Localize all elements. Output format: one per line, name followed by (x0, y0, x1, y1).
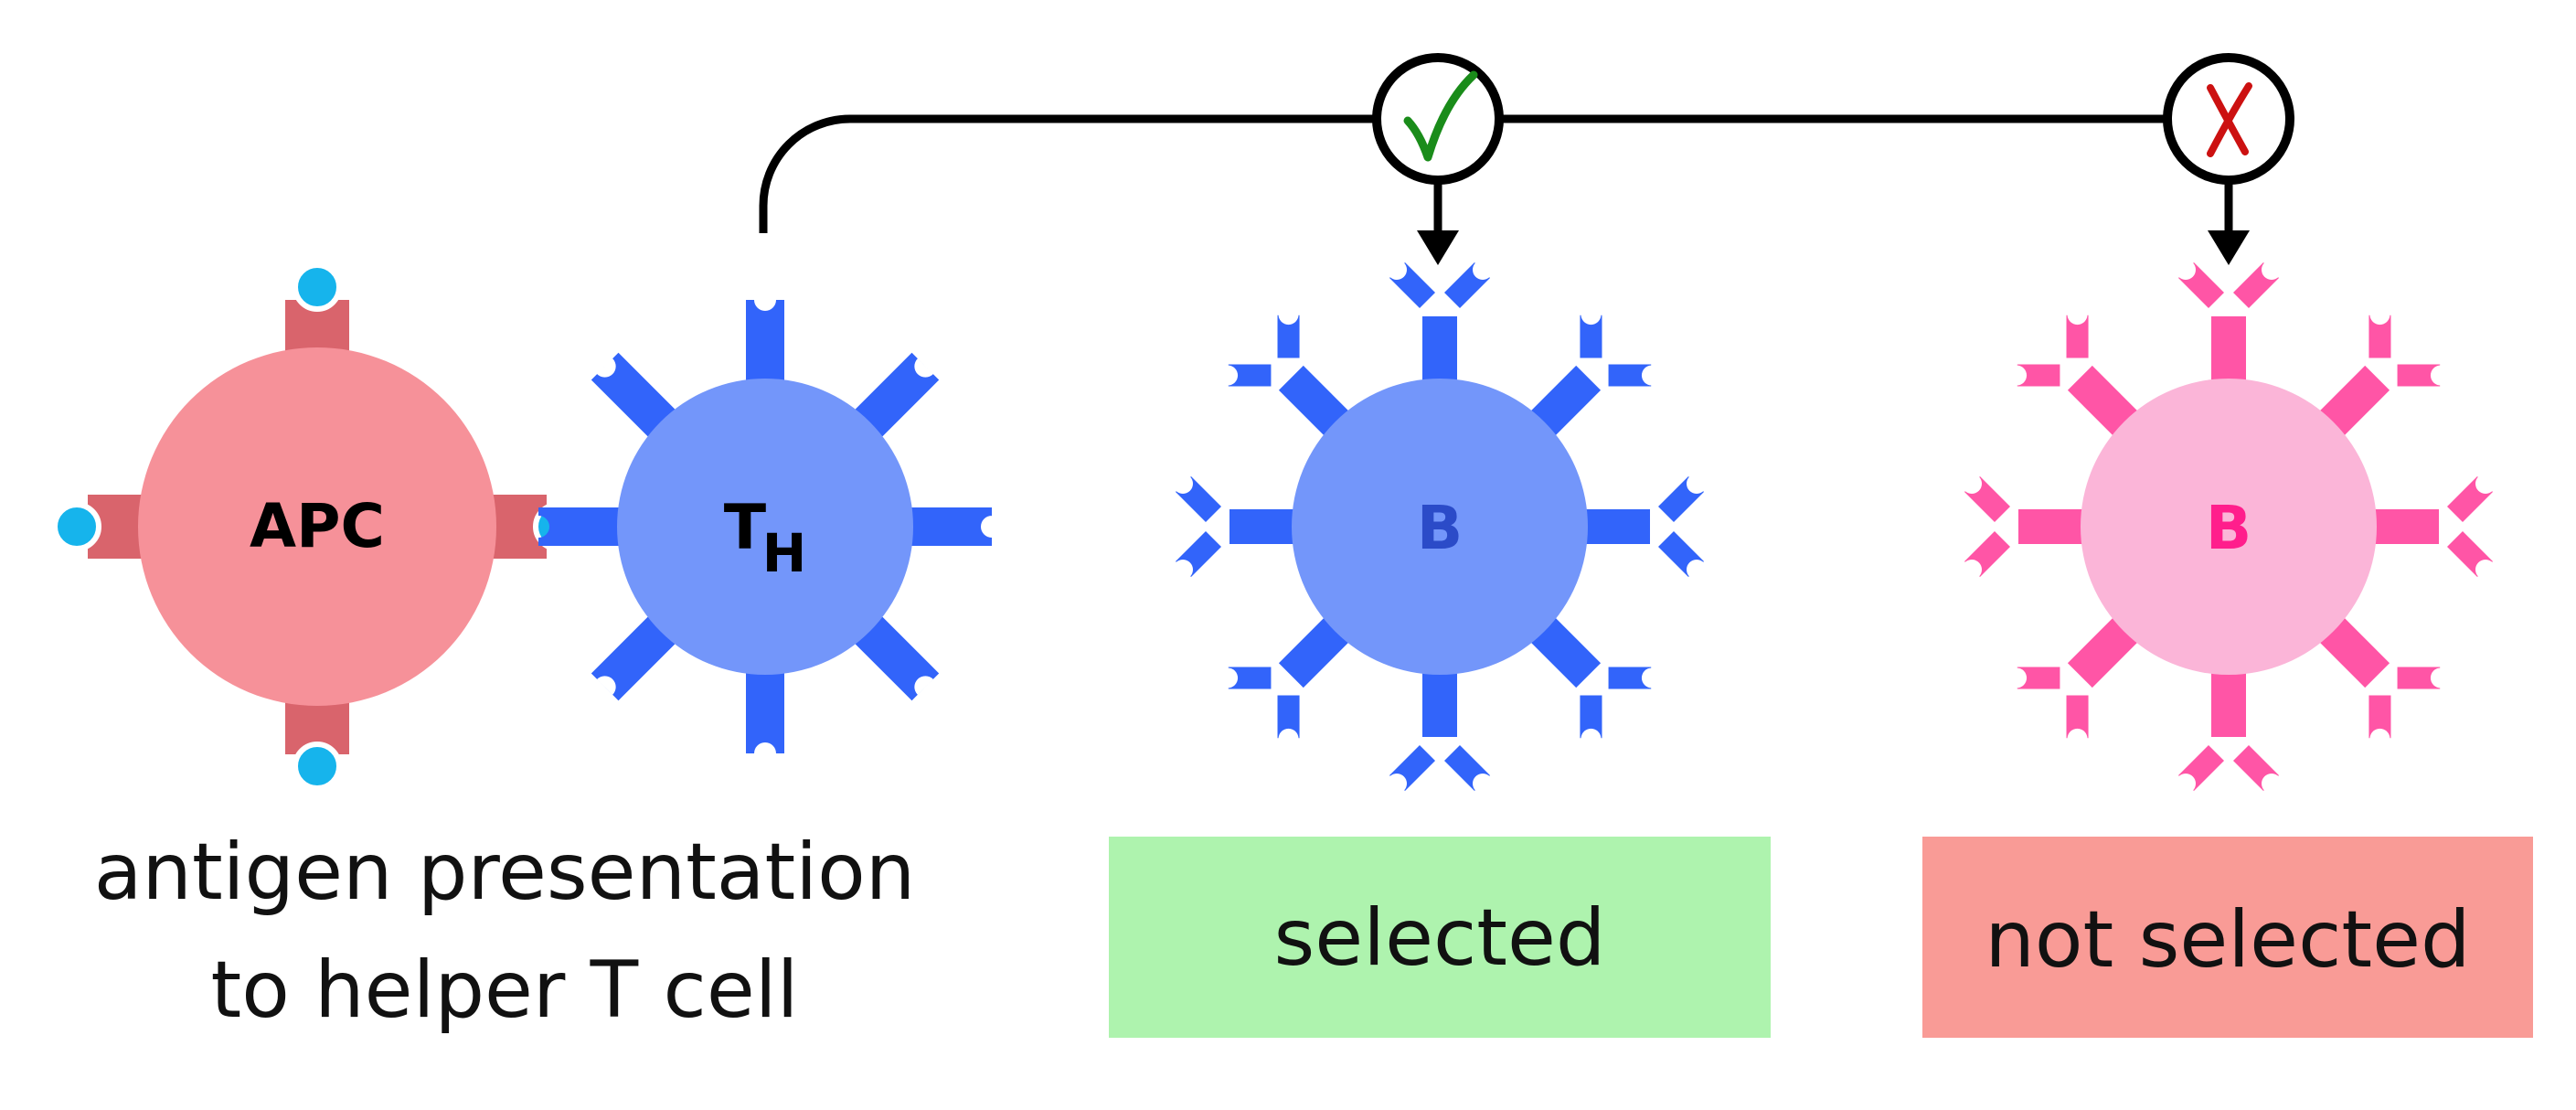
antibody-receptor (2371, 474, 2496, 580)
antigen-molecules (52, 262, 582, 791)
check-marker (1372, 53, 1504, 185)
b-cell-label: B (1417, 493, 1463, 563)
antibody-receptor (1962, 474, 2086, 580)
apc-label: APC (250, 491, 385, 561)
apc-cell: APC (52, 262, 582, 791)
caption-line-2: to helper T cell (210, 945, 798, 1036)
antibody-receptor (1173, 474, 1297, 580)
t-helper-body (617, 379, 913, 675)
antigen-presentation-caption: antigen presentation to helper T cell (94, 827, 916, 1036)
apc-body (138, 347, 496, 706)
t-helper-subscript: H (762, 522, 807, 584)
check-icon (1403, 70, 1478, 162)
not-selected-label: not selected (1985, 894, 2470, 986)
not-selected-box-bg (1922, 837, 2533, 1038)
selected-label-box: selected (1109, 837, 1771, 1038)
antibody-receptor (1387, 669, 1493, 794)
selected-box-bg (1109, 837, 1771, 1038)
caption-line-1: antigen presentation (94, 827, 916, 918)
check-circle (1372, 53, 1504, 185)
antibody-receptor (2176, 260, 2282, 384)
cross-marker (2163, 53, 2294, 185)
selection-connector (759, 114, 2250, 265)
b-cell-body (2081, 379, 2377, 675)
cross-icon (2207, 82, 2252, 157)
antibody-receptor (2176, 669, 2282, 794)
not-selected-b-cell: B (1962, 260, 2496, 794)
b-cell-label: B (2206, 493, 2251, 563)
selected-label: selected (1273, 892, 1605, 984)
antibody-receptor (1387, 260, 1493, 384)
t-helper-label: T (724, 492, 767, 564)
selected-b-cell: B (1173, 260, 1707, 794)
antibody-receptor (1582, 474, 1707, 580)
t-helper-cell: T H (538, 300, 992, 753)
b-cell-body (1292, 379, 1588, 675)
not-selected-label-box: not selected (1922, 837, 2533, 1038)
